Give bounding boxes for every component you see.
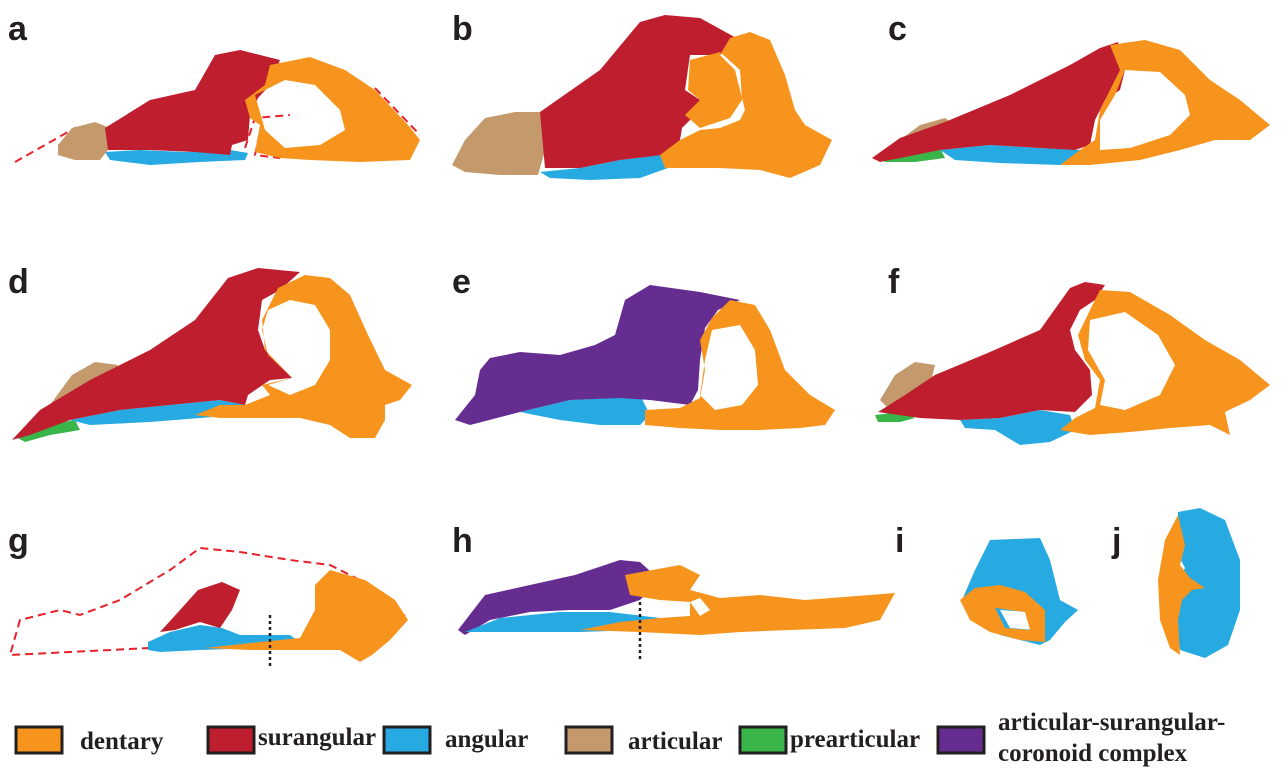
surangular-bone — [872, 42, 1125, 162]
panel-j: j — [1111, 508, 1240, 658]
panel-h: h — [452, 522, 895, 660]
dentary-bone — [1060, 290, 1270, 435]
surangular-bone — [160, 582, 240, 632]
legend-item-articular: articular — [566, 727, 722, 755]
panel-b: b — [452, 10, 832, 180]
panel-label-j: j — [1111, 522, 1121, 560]
panel-label-e: e — [452, 263, 471, 301]
panel-label-h: h — [452, 522, 473, 560]
legend-swatch-dentary — [16, 727, 62, 753]
panel-g: g — [8, 522, 408, 666]
articular-bone — [58, 122, 110, 160]
legend-swatch-articular — [566, 727, 612, 753]
dentary-bone — [245, 57, 420, 162]
legend-swatch-complex — [938, 727, 984, 753]
legend-swatch-prearticular — [740, 727, 786, 753]
legend-item-complex: articular-surangular- coronoid complex — [938, 709, 1225, 767]
panel-label-g: g — [8, 522, 29, 560]
panel-i: i — [895, 522, 1078, 645]
panel-label-f: f — [888, 263, 900, 301]
panel-label-d: d — [8, 263, 29, 301]
dentary-bone — [205, 570, 408, 662]
panel-label-b: b — [452, 10, 473, 48]
legend-label-complex-line2: coronoid complex — [998, 740, 1188, 767]
legend-item-angular: angular — [384, 726, 528, 753]
legend-label-articular: articular — [628, 728, 722, 755]
panel-label-i: i — [895, 522, 904, 560]
legend: dentary surangular angular articular pre… — [16, 709, 1225, 767]
legend-label-complex-line1: articular-surangular- — [998, 709, 1225, 736]
panel-c: c — [872, 10, 1270, 165]
legend-item-prearticular: prearticular — [740, 726, 920, 753]
panel-d: d — [8, 263, 412, 442]
legend-label-prearticular: prearticular — [790, 726, 920, 753]
legend-label-surangular: surangular — [258, 724, 376, 751]
legend-label-dentary: dentary — [80, 728, 164, 755]
legend-label-angular: angular — [445, 726, 528, 753]
panel-label-a: a — [8, 10, 28, 48]
panel-a: a — [8, 10, 420, 165]
legend-swatch-angular — [384, 727, 430, 753]
surangular-bone — [878, 282, 1105, 420]
panel-f: f — [875, 263, 1270, 445]
legend-item-surangular: surangular — [208, 724, 376, 753]
articular-bone — [452, 112, 548, 175]
panel-label-c: c — [888, 10, 907, 48]
panel-e: e — [452, 263, 835, 430]
legend-swatch-surangular — [208, 727, 254, 753]
legend-item-dentary: dentary — [16, 727, 164, 755]
